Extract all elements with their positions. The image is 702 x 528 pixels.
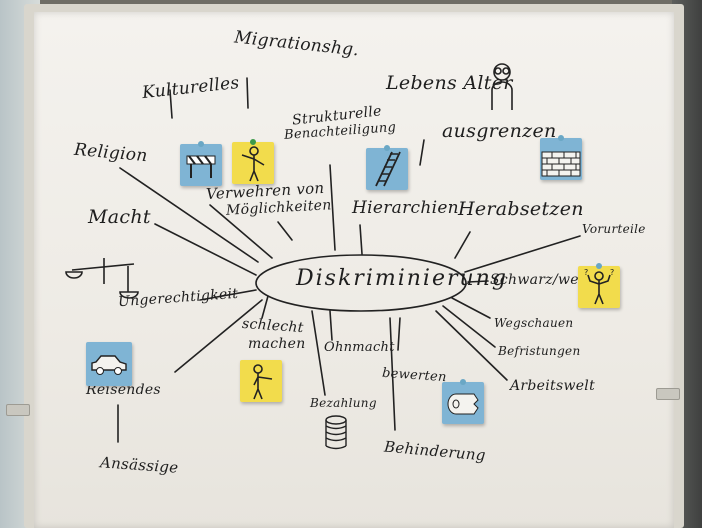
word-wegschauen: Wegschauen bbox=[494, 316, 574, 330]
barrier-icon bbox=[180, 141, 222, 186]
money-roll-icon bbox=[442, 379, 484, 424]
word-ohnmacht: Ohnmacht bbox=[324, 340, 395, 355]
word-vorurteile: Vorurteile bbox=[582, 222, 646, 236]
word-machen: machen bbox=[248, 336, 306, 352]
word-befristungen: Befristungen bbox=[498, 344, 581, 358]
car-icon bbox=[86, 342, 132, 386]
board-clip-right bbox=[656, 388, 680, 400]
word-reisendes: Reisendes bbox=[86, 382, 161, 398]
stop-person-icon bbox=[232, 139, 274, 184]
glasses-face-icon bbox=[491, 63, 513, 110]
ladder-icon bbox=[366, 145, 408, 190]
pointing-person-icon bbox=[240, 360, 282, 402]
word-macht: Macht bbox=[88, 206, 151, 228]
word-lebensalter: Lebens Alter bbox=[386, 72, 513, 94]
svg-text:?: ? bbox=[584, 268, 588, 277]
shrug-person-icon: ?? bbox=[578, 263, 620, 308]
coins-icon bbox=[325, 415, 347, 450]
svg-text:?: ? bbox=[610, 268, 614, 277]
board-clip-left bbox=[6, 404, 30, 416]
word-hierarchien: Hierarchien bbox=[352, 198, 459, 218]
word-arbeitswelt: Arbeitswelt bbox=[510, 378, 596, 394]
word-bezahlung: Bezahlung bbox=[310, 396, 377, 410]
word-ausgrenzen: ausgrenzen bbox=[442, 120, 557, 142]
center-ellipse bbox=[255, 254, 467, 312]
center-diskriminierung: Diskriminierung bbox=[296, 266, 508, 291]
scales-icon bbox=[65, 258, 139, 299]
flipchart-board bbox=[34, 12, 674, 528]
word-schwarzweiss: Schwarz/weiß bbox=[490, 272, 594, 288]
word-herabsetzen: Herabsetzen bbox=[458, 198, 584, 220]
brick-wall-icon bbox=[540, 135, 582, 180]
